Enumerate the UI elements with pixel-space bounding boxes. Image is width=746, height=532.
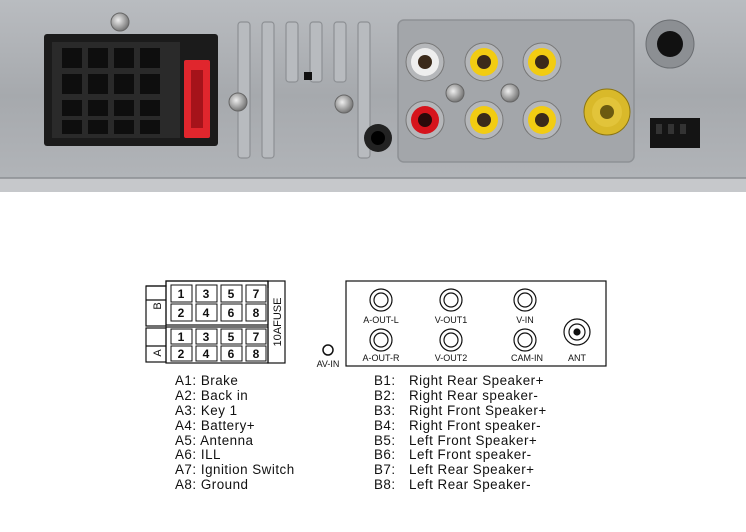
block-a-label: A <box>152 349 164 357</box>
list-item: A1: Brake <box>175 373 239 388</box>
pin-label: 3 <box>203 287 210 301</box>
rca-label: V-IN <box>516 315 534 325</box>
pin-label: 5 <box>228 287 235 301</box>
pin-label: 6 <box>228 306 235 320</box>
list-item: A2: Back in <box>175 387 249 403</box>
head-unit-rear-photo <box>0 0 746 192</box>
pin-label: 1 <box>178 330 185 344</box>
wiring-list-b: B1:Right Rear Speaker+ B2:Right Rear spe… <box>374 373 547 493</box>
screw-icon <box>110 12 520 114</box>
chassis-bottom-edge <box>0 178 746 192</box>
pin-label: 8 <box>253 306 260 320</box>
av-in-label: AV-IN <box>317 359 340 369</box>
rca-sockets <box>405 42 631 140</box>
list-item: B7:Left Rear Speaker+ <box>374 462 535 478</box>
pin-label: 4 <box>203 347 210 361</box>
pin-label: 1 <box>178 287 185 301</box>
list-item: A6: ILL <box>175 447 221 463</box>
list-item: B3:Right Front Speaker+ <box>374 402 547 418</box>
pin-label: 2 <box>178 347 185 361</box>
list-item: A7: Ignition Switch <box>175 462 295 478</box>
rca-label: A-OUT-L <box>363 315 399 325</box>
pin-label: 7 <box>253 330 260 344</box>
list-item: A5: Antenna <box>175 432 254 448</box>
pin-label: 2 <box>178 306 185 320</box>
rca-label: ANT <box>568 353 587 363</box>
block-b-label: B <box>152 302 164 309</box>
wiring-list-a: A1: Brake A2: Back in A3: Key 1 A4: Batt… <box>175 373 295 493</box>
pin-label: 8 <box>253 347 260 361</box>
list-item: A8: Ground <box>175 477 249 493</box>
antenna-socket <box>645 19 695 69</box>
av-in-jack-symbol <box>322 344 334 356</box>
list-item: B6:Left Front speaker- <box>374 447 532 463</box>
list-item: B8:Left Rear Speaker- <box>374 477 532 493</box>
rca-label: V-OUT1 <box>435 315 468 325</box>
pin-label: 4 <box>203 306 210 320</box>
small-connector <box>650 118 700 148</box>
fuse-label: 10AFUSE <box>272 298 284 347</box>
iso-connector-socket <box>44 34 218 146</box>
pin-label: 3 <box>203 330 210 344</box>
rca-jack-symbols <box>369 288 591 352</box>
list-item: B4:Right Front speaker- <box>374 417 542 433</box>
list-item: A3: Key 1 <box>175 402 238 418</box>
rca-panel <box>345 280 607 367</box>
list-item: B5:Left Front Speaker+ <box>374 432 538 448</box>
pin-label: 5 <box>228 330 235 344</box>
wiring-diagram: 1 3 5 7 2 4 6 8 1 3 5 7 2 4 6 8 B A 10AF… <box>145 280 607 369</box>
rca-label: V-OUT2 <box>435 353 468 363</box>
list-item: B2:Right Rear speaker- <box>374 387 539 403</box>
list-item: A4: Battery+ <box>175 417 256 433</box>
rca-label: A-OUT-R <box>363 353 400 363</box>
rca-label: CAM-IN <box>511 353 543 363</box>
pin-label: 7 <box>253 287 260 301</box>
list-item: B1:Right Rear Speaker+ <box>374 373 544 388</box>
av-in-jack <box>364 124 392 152</box>
pin-label: 6 <box>228 347 235 361</box>
pin-number-cells <box>170 284 267 362</box>
iso-connector-drawing <box>145 280 286 364</box>
vent-ribs <box>237 21 371 159</box>
